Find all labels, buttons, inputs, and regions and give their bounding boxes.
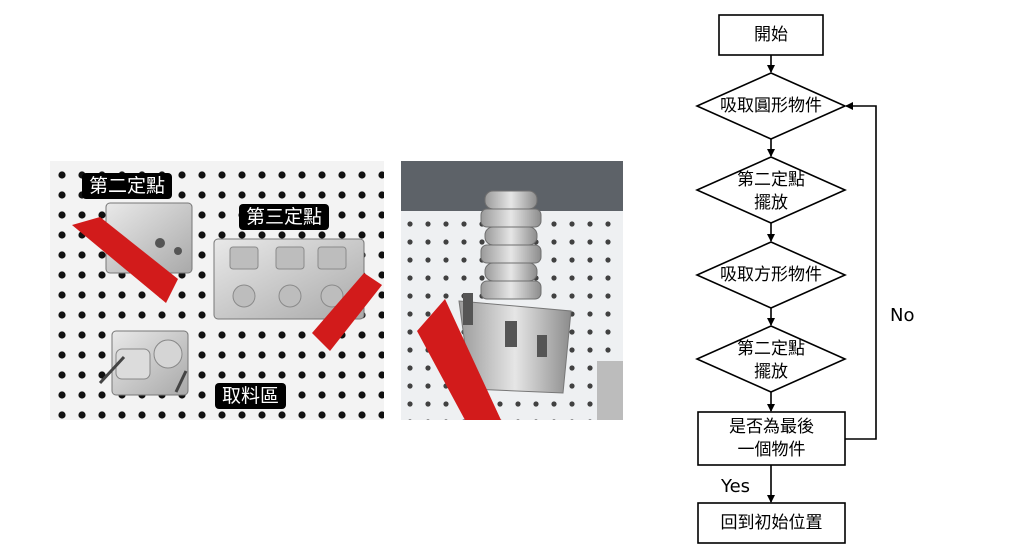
pick-square-label: 吸取方形物件 <box>720 265 822 285</box>
flowchart-lines <box>695 14 877 544</box>
node-return-home <box>697 502 846 544</box>
label-pickup-area: 取料區 <box>215 383 287 409</box>
start-label: 開始 <box>754 25 788 45</box>
place-two-a-label-2: 擺放 <box>754 193 788 213</box>
pegboard-photo: 第二定點 第三定點 取料區 <box>50 161 384 420</box>
node-is-last <box>697 411 846 466</box>
return-home-label: 回到初始位置 <box>720 513 823 533</box>
place-two-a-label-1: 第二定點 <box>737 170 805 190</box>
is-last-label-1: 是否為最後 <box>729 417 814 437</box>
label-point-two: 第二定點 <box>82 173 173 199</box>
label-point-three: 第三定點 <box>239 204 330 230</box>
stacked-parts-photo <box>401 161 623 420</box>
flowchart: 開始 吸取圓形物件 第二定點 擺放 吸取方形物件 第二定點 擺放 是否為最後 一… <box>690 0 920 556</box>
stacked-parts-illustration <box>401 161 623 420</box>
pegboard-illustration <box>50 161 384 420</box>
place-two-b-label-2: 擺放 <box>754 362 788 382</box>
place-two-b-label-1: 第二定點 <box>737 339 805 359</box>
pick-round-label: 吸取圓形物件 <box>720 96 822 116</box>
is-last-label-2: 一個物件 <box>737 440 806 460</box>
edge-label-no: No <box>890 305 915 326</box>
edge-label-yes: Yes <box>721 476 751 497</box>
